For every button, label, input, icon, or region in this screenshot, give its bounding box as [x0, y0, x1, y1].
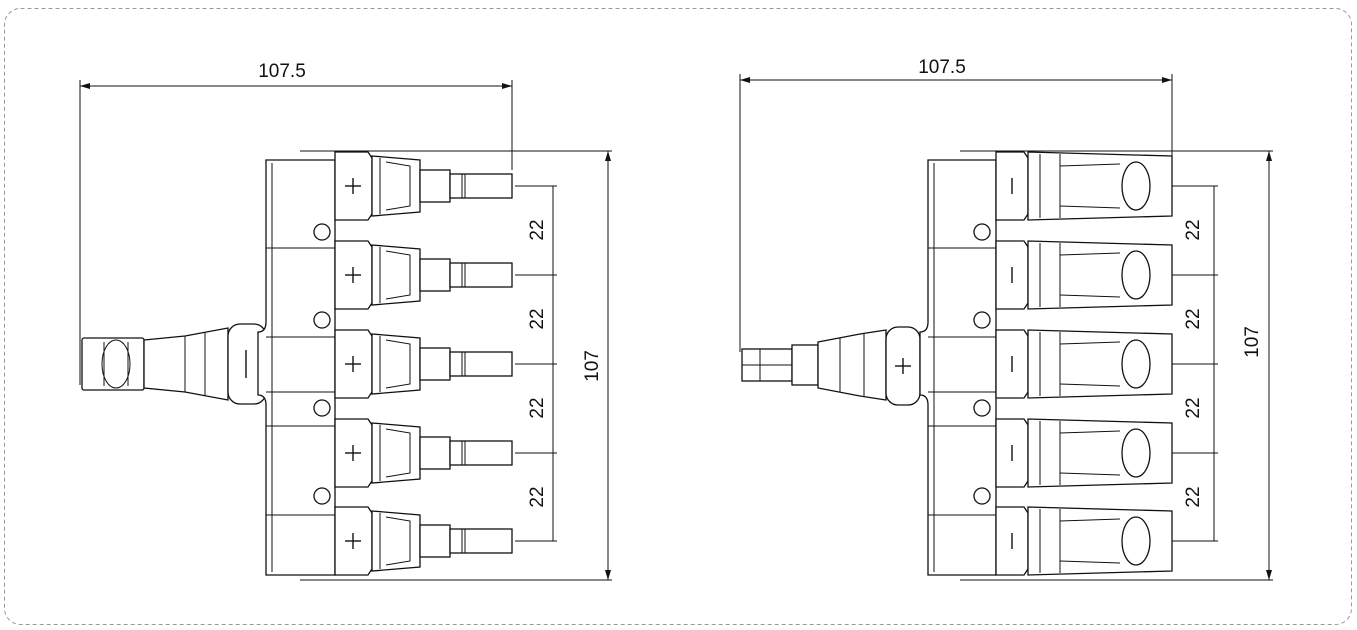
left-branch-3 — [334, 329, 513, 399]
left-branch-5 — [334, 506, 513, 576]
right-branch-1 — [995, 151, 1173, 221]
right-branch-connector-drawing: 107.5 107 22 22 22 22 — [739, 57, 1273, 581]
left-branch-5-plus-symbol — [345, 533, 361, 549]
left-height-label: 107 — [582, 350, 603, 382]
dashed-frame-border — [4, 8, 1352, 625]
right-pitch-label-4: 22 — [1183, 486, 1204, 507]
right-manifold-body — [919, 159, 997, 576]
left-pitch-label-2: 22 — [527, 308, 548, 329]
left-branch-4 — [334, 418, 513, 488]
right-branch-3 — [995, 329, 1173, 399]
left-width-dimension: 107.5 — [79, 61, 513, 385]
right-pitch-label-2: 22 — [1183, 308, 1204, 329]
left-width-label: 107.5 — [258, 61, 306, 82]
right-width-dimension: 107.5 — [739, 57, 1173, 352]
left-trunk-connector — [81, 323, 267, 405]
left-branch-2 — [334, 240, 513, 310]
left-branch-1 — [334, 151, 513, 221]
left-pitch-label-1: 22 — [527, 219, 548, 240]
left-branch-3-plus-symbol — [345, 356, 361, 372]
right-height-label: 107 — [1242, 326, 1263, 358]
right-branch-connectors — [995, 151, 1173, 576]
left-pitch-label-3: 22 — [527, 397, 548, 418]
right-branch-4 — [995, 418, 1173, 488]
right-branch-5 — [995, 506, 1173, 576]
left-branch-connectors — [334, 151, 513, 576]
right-height-dimension: 107 — [960, 150, 1273, 581]
left-pitch-label-4: 22 — [527, 486, 548, 507]
right-pitch-label-3: 22 — [1183, 397, 1204, 418]
left-branch-4-plus-symbol — [345, 445, 361, 461]
left-height-dimension: 107 — [300, 150, 612, 581]
left-branch-1-plus-symbol — [345, 178, 361, 194]
left-branch-2-plus-symbol — [345, 267, 361, 283]
right-trunk-connector — [741, 326, 921, 406]
left-manifold-body — [257, 159, 336, 576]
left-pitch-dimensions: 22 22 22 22 — [515, 185, 557, 542]
left-branch-connector-drawing: 107.5 107 22 22 22 22 — [79, 61, 612, 581]
right-trunk-polarity-symbol — [895, 358, 911, 374]
right-branch-2 — [995, 240, 1173, 310]
right-pitch-label-1: 22 — [1183, 219, 1204, 240]
right-width-label: 107.5 — [918, 57, 966, 78]
